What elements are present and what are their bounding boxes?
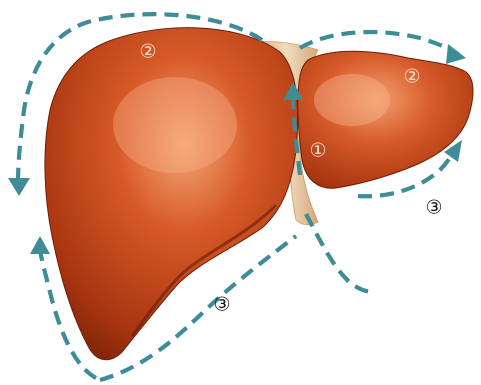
arrow-top-left-lobe <box>300 32 458 54</box>
arrowhead-right-top <box>446 44 466 64</box>
arrowhead-up-left <box>30 236 50 254</box>
arrowhead-down-left <box>8 178 30 196</box>
label-lower-left-lobe: ③ <box>425 197 442 219</box>
label-lower-right-lobe: ③ <box>213 294 230 316</box>
arrow-lower-center <box>306 214 374 292</box>
left-lobe-highlight <box>314 74 390 126</box>
label-ligament: ① <box>309 140 326 162</box>
label-right-lobe: ② <box>139 41 156 63</box>
label-left-lobe: ② <box>403 66 420 88</box>
right-lobe-highlight <box>113 77 237 173</box>
left-lobe <box>298 51 473 188</box>
